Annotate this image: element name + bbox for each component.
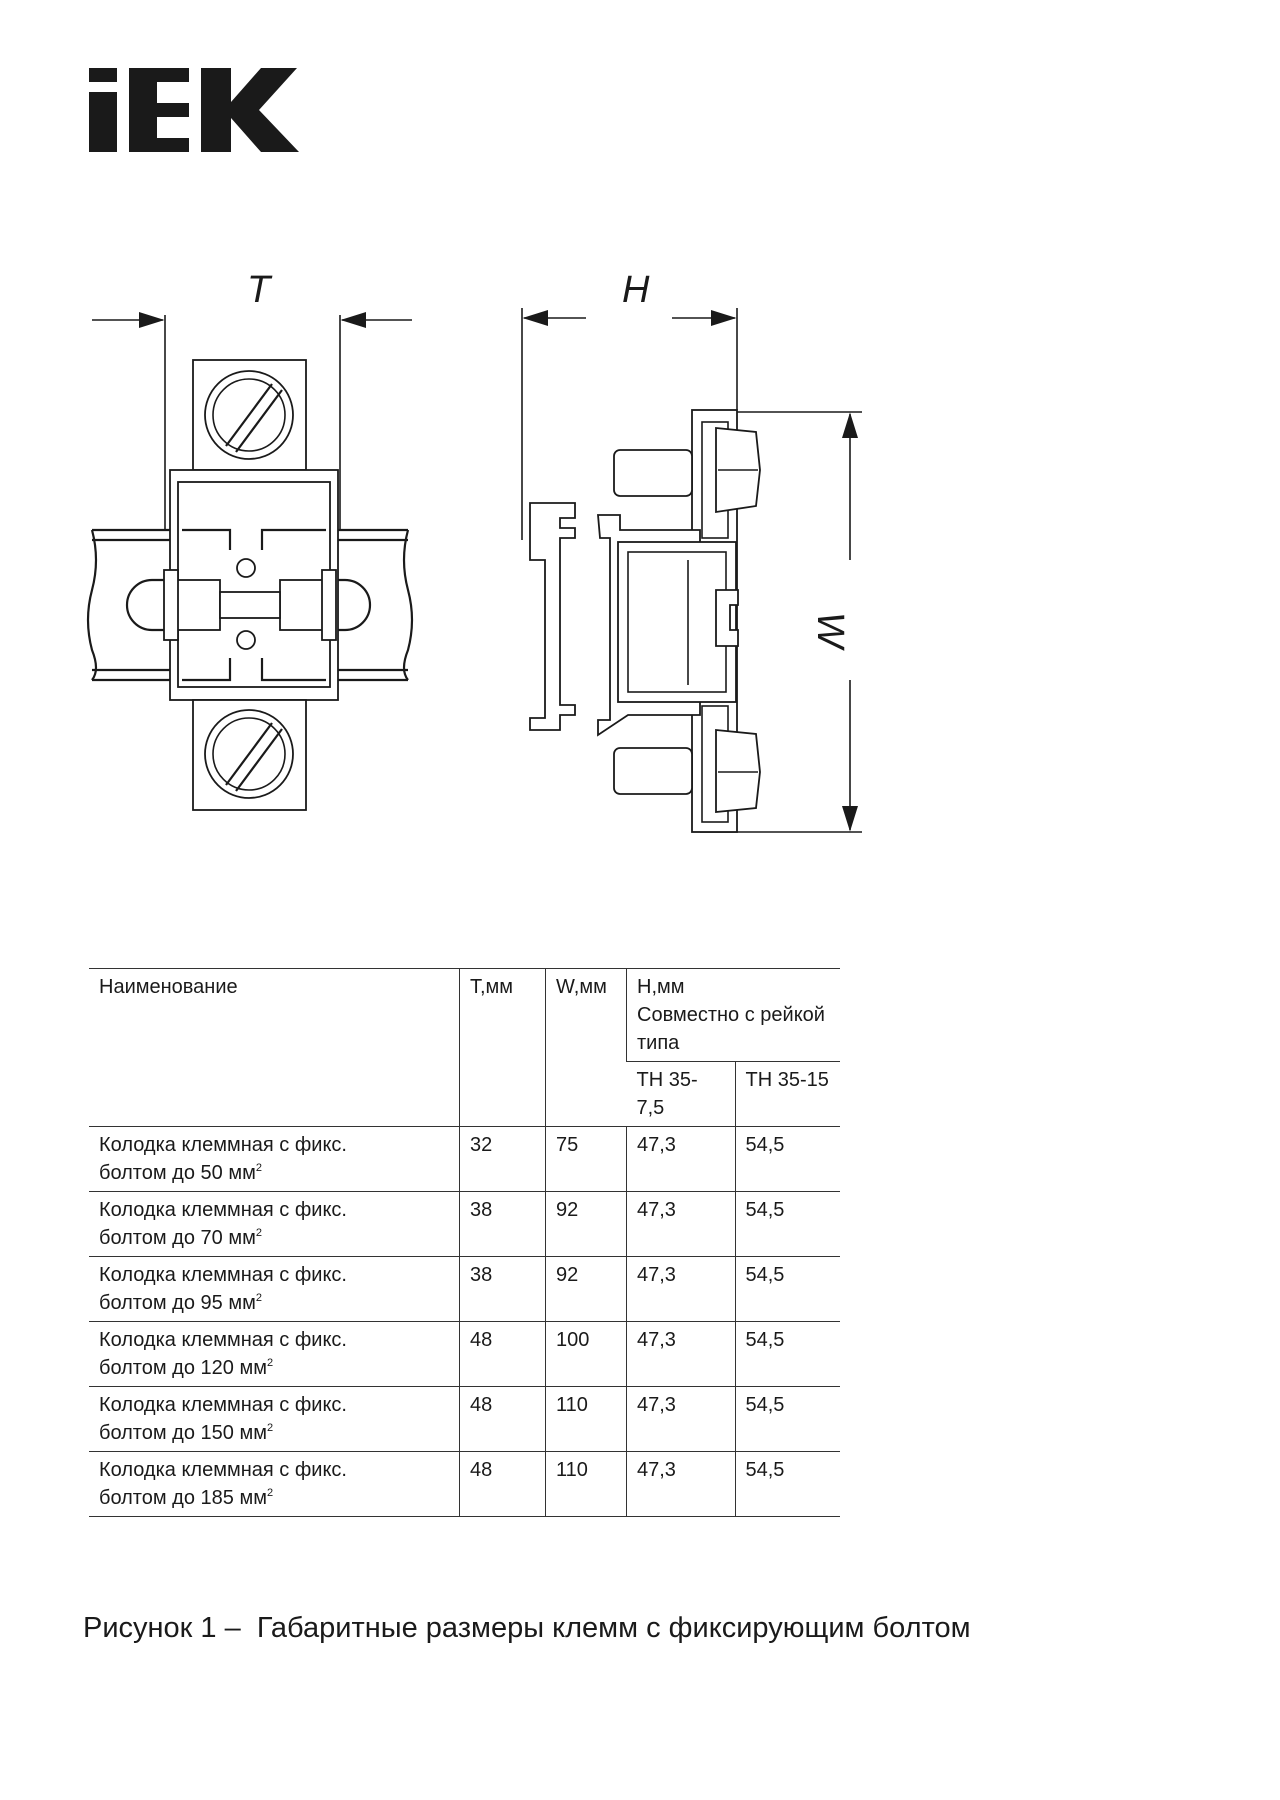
header-h-title: Н,мм: [637, 976, 685, 998]
table-row: Колодка клеммная с фикс.болтом до 150 мм…: [89, 1386, 840, 1452]
cell-t: 38: [459, 1191, 546, 1257]
dim-h-label: H: [622, 269, 650, 311]
cell-h2: 54,5: [734, 1126, 840, 1192]
iek-logo: [89, 68, 299, 152]
cell-h1: 47,3: [626, 1451, 735, 1517]
header-w: W,мм: [545, 968, 627, 1127]
cell-name: Колодка клеммная с фикс.болтом до 185 мм…: [89, 1451, 460, 1517]
header-t: Т,мм: [459, 968, 546, 1127]
cell-name: Колодка клеммная с фикс.болтом до 150 мм…: [89, 1386, 460, 1452]
header-h: Н,мм Совместно с рейкой типа: [626, 968, 840, 1062]
dim-w-label: W: [809, 612, 851, 651]
cell-h1: 47,3: [626, 1321, 735, 1387]
dim-t-label: T: [247, 269, 273, 311]
figure-caption: Рисунок 1 – Габаритные размеры клемм с ф…: [83, 1612, 971, 1644]
cell-h2: 54,5: [734, 1256, 840, 1322]
front-view: T: [86, 269, 414, 811]
cell-h2: 54,5: [734, 1451, 840, 1517]
cell-t: 48: [459, 1321, 546, 1387]
table-row: Колодка клеммная с фикс.болтом до 95 мм2…: [89, 1256, 840, 1322]
cell-h2: 54,5: [734, 1321, 840, 1387]
cell-h1: 47,3: [626, 1386, 735, 1452]
cell-name: Колодка клеммная с фикс.болтом до 50 мм2: [89, 1126, 460, 1192]
cell-t: 48: [459, 1451, 546, 1517]
header-h-col1: ТН 35-7,5: [626, 1061, 735, 1127]
cell-h2: 54,5: [734, 1386, 840, 1452]
side-view: H W: [521, 269, 862, 833]
cell-h1: 47,3: [626, 1126, 735, 1192]
dimension-drawing: T: [86, 269, 862, 833]
cell-t: 38: [459, 1256, 546, 1322]
cell-w: 92: [545, 1256, 627, 1322]
dimensions-table: Наименование Т,мм W,мм Н,мм Совместно с …: [89, 968, 840, 1517]
table-row: Колодка клеммная с фикс.болтом до 50 мм2…: [89, 1126, 840, 1192]
cell-w: 92: [545, 1191, 627, 1257]
cell-w: 100: [545, 1321, 627, 1387]
cell-w: 110: [545, 1386, 627, 1452]
cell-name: Колодка клеммная с фикс.болтом до 70 мм2: [89, 1191, 460, 1257]
cell-h1: 47,3: [626, 1191, 735, 1257]
cell-h2: 54,5: [734, 1191, 840, 1257]
cell-t: 48: [459, 1386, 546, 1452]
header-name: Наименование: [89, 968, 460, 1127]
cell-t: 32: [459, 1126, 546, 1192]
cell-w: 110: [545, 1451, 627, 1517]
cell-name: Колодка клеммная с фикс.болтом до 95 мм2: [89, 1256, 460, 1322]
header-h-sub: Совместно с рейкой типа: [637, 1004, 825, 1054]
table-row: Колодка клеммная с фикс.болтом до 120 мм…: [89, 1321, 840, 1387]
header-h-col2: ТН 35-15: [734, 1061, 840, 1127]
table-row: Колодка клеммная с фикс.болтом до 70 мм2…: [89, 1191, 840, 1257]
table-row: Колодка клеммная с фикс.болтом до 185 мм…: [89, 1451, 840, 1517]
cell-w: 75: [545, 1126, 627, 1192]
cell-h1: 47,3: [626, 1256, 735, 1322]
cell-name: Колодка клеммная с фикс.болтом до 120 мм…: [89, 1321, 460, 1387]
